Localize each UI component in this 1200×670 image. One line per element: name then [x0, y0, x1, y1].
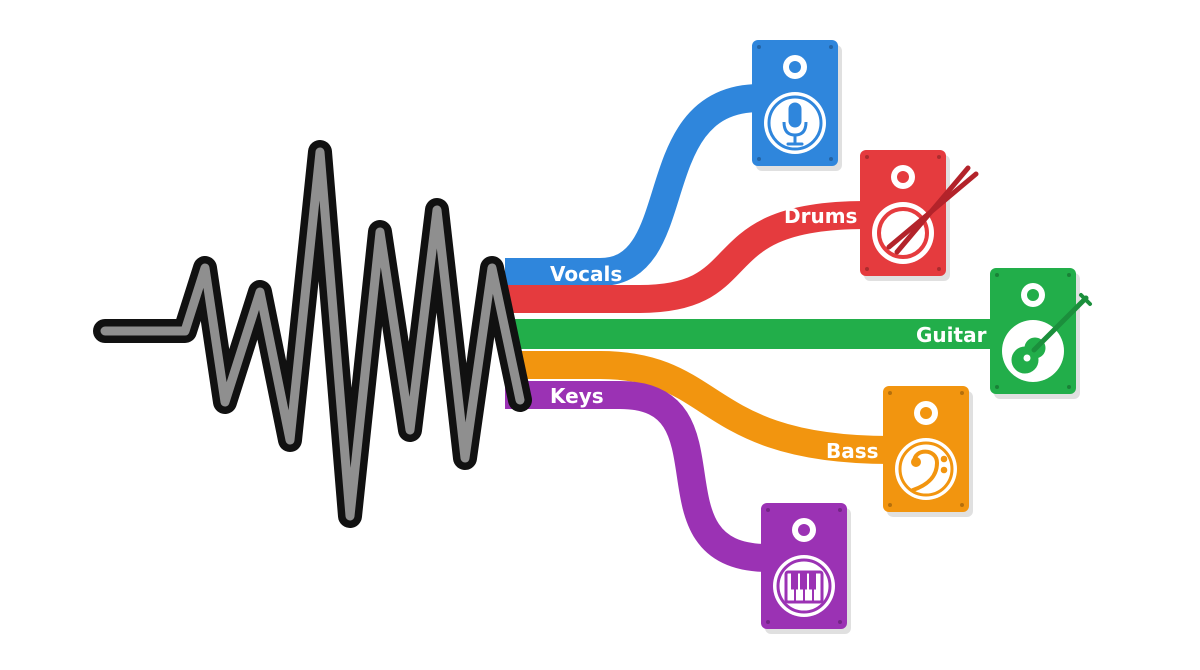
- drums-ribbon: [505, 201, 866, 313]
- guitar-label: Guitar: [916, 323, 987, 347]
- bass-ribbon: [505, 351, 891, 464]
- bass-speaker: [883, 386, 973, 517]
- bass-label: Bass: [826, 439, 879, 463]
- piano-keys-icon: [784, 570, 824, 604]
- drums-label: Drums: [784, 204, 857, 228]
- keys-ribbon: [505, 381, 769, 572]
- vocals-label: Vocals: [550, 262, 622, 286]
- stem-ribbons: [505, 84, 995, 572]
- drum-icon: [877, 165, 979, 259]
- vocals-speaker: [752, 40, 842, 171]
- vocals-ribbon: [505, 84, 761, 286]
- keys-label: Keys: [550, 384, 604, 408]
- drums-speaker: [860, 150, 979, 281]
- stem-labels: Vocals Drums Guitar Bass Keys: [550, 204, 987, 463]
- guitar-icon: [1011, 293, 1092, 374]
- keys-speaker: [761, 503, 851, 634]
- microphone-icon: [782, 102, 808, 146]
- bass-clef-icon: [911, 449, 948, 492]
- guitar-speaker: [990, 268, 1092, 399]
- audio-waveform: [93, 140, 532, 528]
- waveform-fill: [100, 147, 525, 521]
